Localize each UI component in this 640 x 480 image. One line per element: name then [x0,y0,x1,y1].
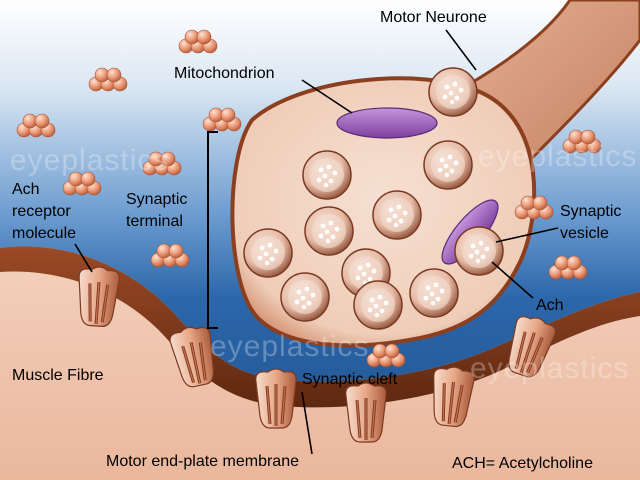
label-ach: Ach [536,297,564,314]
label-ach-definition: ACH= Acetylcholine [452,455,593,472]
label-motor-neurone: Motor Neurone [380,9,487,26]
label-synaptic-vesicle-line2: vesicle [560,225,609,242]
watermark: eyeplastics [470,352,630,385]
label-synaptic-vesicle-line1: Synaptic [560,203,622,220]
synaptic-terminal-bracket [207,131,218,329]
label-mitochondrion: Mitochondrion [174,65,275,82]
leader-lines [74,29,559,455]
label-end-plate-membrane: Motor end-plate membrane [106,453,299,470]
label-ach-receptor-line1: Ach [12,181,40,198]
watermark: eyeplastics [210,330,370,363]
label-synaptic-terminal-line2: terminal [126,213,183,230]
watermark: eyeplastics [478,140,638,173]
mitochondrion [336,107,438,139]
label-ach-receptor-line3: molecule [12,225,77,242]
watermark: eyeplastics [10,144,170,177]
label-ach-receptor-line2: receptor [12,203,71,220]
label-synaptic-cleft: Synaptic cleft [302,371,398,388]
label-synaptic-terminal-line1: Synaptic [126,191,188,208]
motor-end-plate-membrane [0,246,640,408]
label-muscle-fibre: Muscle Fibre [12,367,104,384]
